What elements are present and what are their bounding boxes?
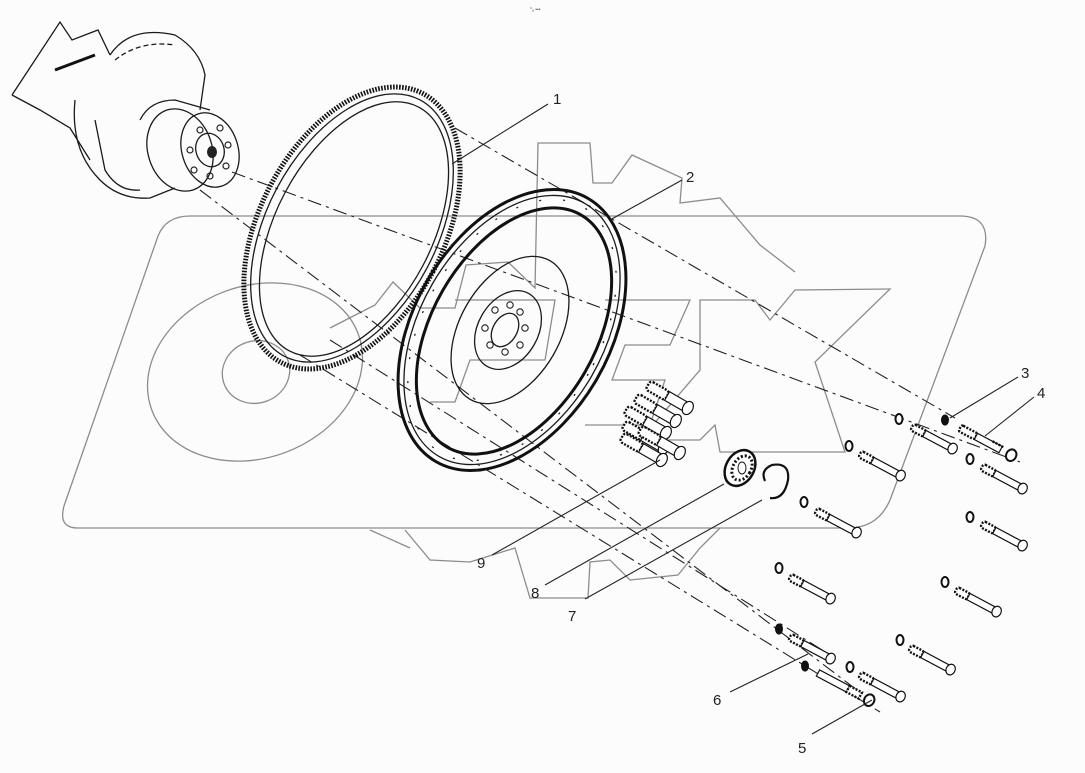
callout-2: 2 xyxy=(686,169,694,186)
flywheel xyxy=(396,188,628,472)
callout-9: 9 xyxy=(477,555,485,572)
flywheel-bolt-cluster xyxy=(619,380,695,468)
callout-8: 8 xyxy=(531,585,539,602)
callout-4: 4 xyxy=(1037,385,1045,402)
snap-ring xyxy=(762,463,790,500)
callouts: 1 2 3 4 5 6 7 8 9 xyxy=(477,91,1045,757)
header-label: °ₐ ••• xyxy=(530,7,541,13)
callout-7: 7 xyxy=(568,608,576,625)
ring-gear xyxy=(241,84,463,372)
callout-5: 5 xyxy=(798,740,806,757)
callout-3: 3 xyxy=(1021,365,1029,382)
callout-6: 6 xyxy=(713,692,721,709)
crankshaft xyxy=(11,20,240,199)
leader-lines xyxy=(451,103,1035,735)
callout-1: 1 xyxy=(553,91,561,108)
bolts-and-washers xyxy=(774,413,1028,708)
assembly-axes xyxy=(199,127,1021,713)
pilot-bearing xyxy=(723,448,757,488)
